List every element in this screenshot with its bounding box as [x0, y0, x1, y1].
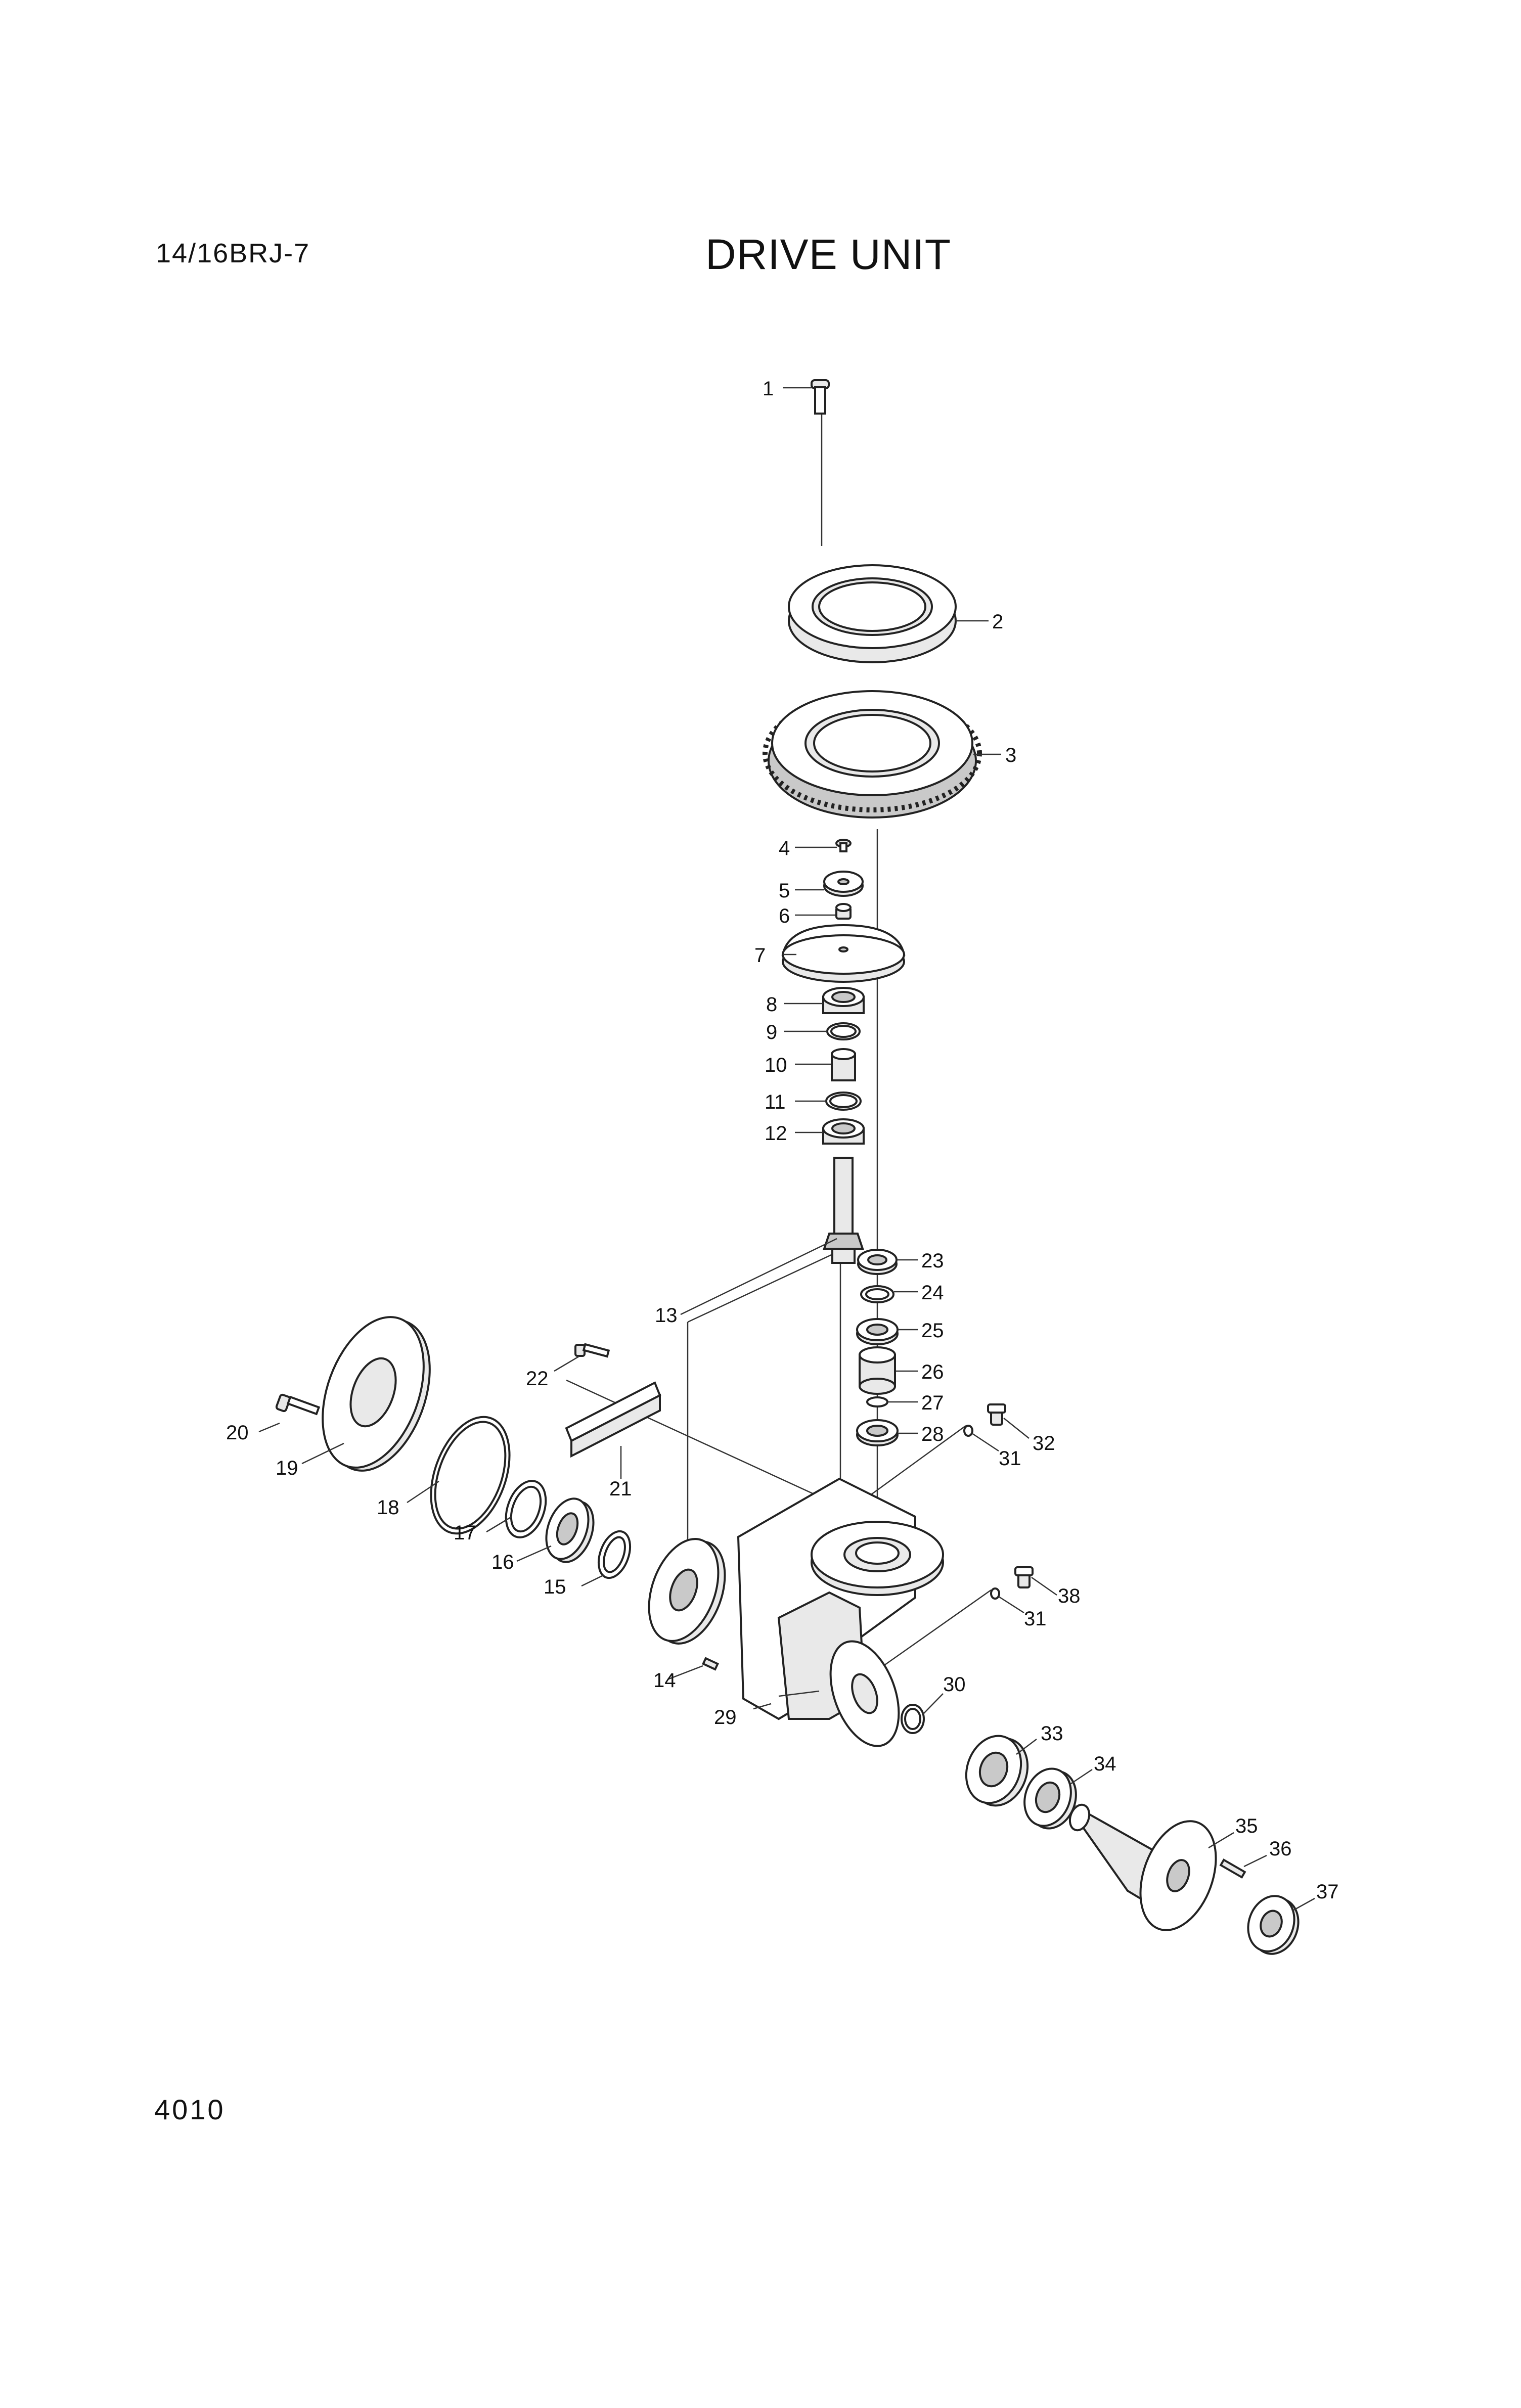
part-6-nut — [835, 903, 852, 920]
part-2-slewing-bearing — [788, 564, 957, 663]
callout-34: 34 — [1094, 1753, 1116, 1775]
part-37-wheel-nut-ring — [1247, 1895, 1300, 1955]
callout-30: 30 — [943, 1673, 966, 1696]
part-9-ring — [826, 1022, 861, 1040]
part-29-gear-housing — [737, 1477, 944, 1747]
part-3-ring-gear — [763, 690, 982, 819]
leader-lines — [258, 387, 1315, 1912]
callout-36: 36 — [1269, 1838, 1292, 1860]
part-36-stud — [1219, 1858, 1246, 1879]
part-11-ring — [825, 1092, 862, 1111]
part-38-plug — [1014, 1566, 1034, 1588]
callout-23: 23 — [921, 1250, 944, 1272]
part-7-gear-cover — [781, 924, 906, 983]
callout-32: 32 — [1033, 1432, 1055, 1455]
part-4-screw — [835, 839, 852, 852]
callout-2: 2 — [992, 611, 1003, 633]
callout-31-upper: 31 — [999, 1447, 1021, 1470]
part-28-bearing — [856, 1419, 899, 1446]
part-15-snap-ring — [597, 1530, 632, 1579]
callout-21: 21 — [609, 1478, 632, 1500]
part-33-bearing — [965, 1735, 1029, 1807]
part-24-snap-ring — [860, 1285, 894, 1303]
part-26-spacer — [859, 1346, 896, 1395]
callout-38: 38 — [1058, 1585, 1081, 1607]
callout-20: 20 — [226, 1422, 249, 1444]
part-5-washer — [823, 871, 864, 897]
callout-1: 1 — [763, 378, 774, 400]
callout-5: 5 — [779, 880, 790, 902]
callout-31-lower: 31 — [1024, 1608, 1047, 1630]
part-35-axle-shaft — [1068, 1803, 1217, 1931]
part-12-bearing — [822, 1118, 865, 1145]
part-20-bolt — [275, 1393, 321, 1416]
part-32-breather — [987, 1403, 1006, 1426]
part-23-bearing — [857, 1249, 898, 1275]
callout-numbers: 1 2 3 4 5 6 7 8 9 10 11 12 13 14 15 16 1… — [226, 378, 1339, 1903]
callout-18: 18 — [377, 1496, 399, 1519]
part-21-gasket — [565, 1381, 661, 1458]
callout-16: 16 — [491, 1551, 514, 1573]
callout-25: 25 — [921, 1320, 944, 1342]
callout-37: 37 — [1316, 1881, 1339, 1903]
callout-3: 3 — [1005, 744, 1016, 766]
part-22-bolt — [574, 1343, 610, 1358]
part-8-bearing — [822, 987, 865, 1014]
part-10-sleeve — [831, 1048, 856, 1081]
part-34-seal — [1023, 1767, 1077, 1830]
callout-33: 33 — [1041, 1722, 1063, 1745]
callout-29: 29 — [714, 1706, 737, 1729]
callout-19: 19 — [276, 1457, 298, 1479]
callout-14: 14 — [653, 1669, 676, 1692]
callout-13: 13 — [655, 1304, 678, 1327]
part-13-seal — [648, 1538, 726, 1645]
part-25-bearing — [856, 1318, 899, 1345]
part-31-ring-upper — [963, 1425, 973, 1437]
part-30-o-ring — [901, 1704, 925, 1734]
callout-6: 6 — [779, 905, 790, 927]
callout-24: 24 — [921, 1282, 944, 1304]
part-19-cover — [322, 1316, 431, 1472]
model-code: 14/16BRJ-7 — [156, 238, 310, 268]
page-number: 4010 — [154, 2094, 226, 2125]
callout-15: 15 — [544, 1576, 566, 1598]
callout-27: 27 — [921, 1392, 944, 1414]
callout-10: 10 — [765, 1054, 787, 1076]
part-1-bolt — [811, 379, 830, 415]
part-17-ring — [505, 1480, 547, 1538]
callout-35: 35 — [1235, 1815, 1258, 1837]
callout-17: 17 — [454, 1522, 476, 1544]
part-16-bearing — [545, 1497, 595, 1563]
page-title: DRIVE UNIT — [705, 231, 952, 278]
callout-28: 28 — [921, 1423, 944, 1445]
part-18-o-ring — [430, 1416, 511, 1535]
callout-9: 9 — [766, 1021, 777, 1043]
part-13-pinion-shaft — [823, 1157, 864, 1264]
callout-11: 11 — [765, 1091, 786, 1113]
callout-12: 12 — [765, 1122, 787, 1145]
part-14-pin — [702, 1657, 719, 1671]
part-27-ring — [866, 1396, 888, 1407]
part-31-ring-lower — [990, 1587, 1000, 1600]
callout-4: 4 — [779, 837, 790, 859]
callout-7: 7 — [754, 944, 766, 967]
callout-22: 22 — [526, 1368, 549, 1390]
callout-8: 8 — [766, 993, 777, 1016]
callout-26: 26 — [921, 1361, 944, 1383]
